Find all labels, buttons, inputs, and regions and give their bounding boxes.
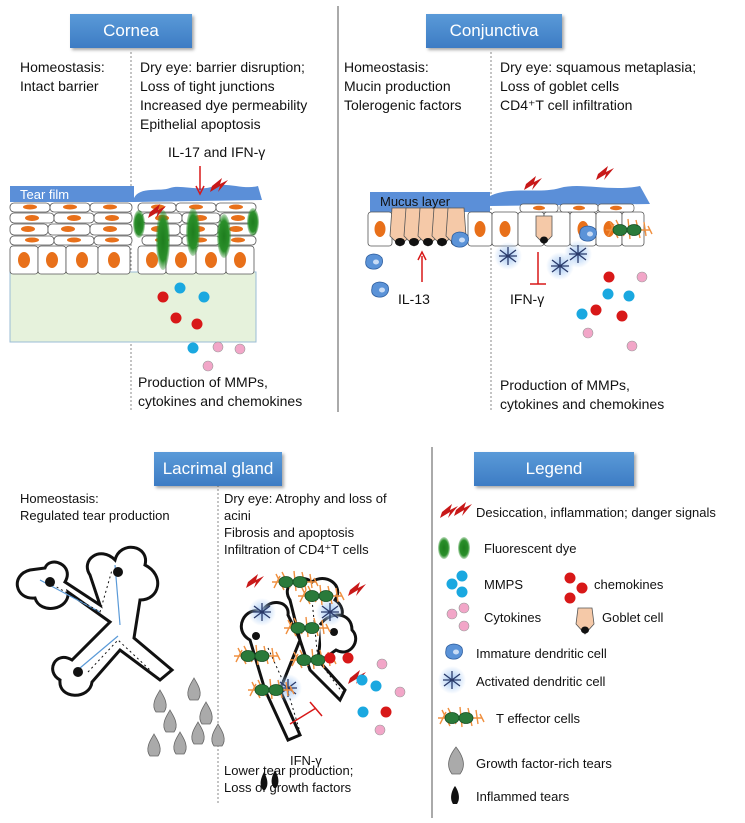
- lacrimal-header: Lacrimal gland: [154, 452, 282, 486]
- lacrimal-lower-2: Loss of growth factors: [224, 780, 352, 795]
- legend-t-effector: T effector cells: [496, 711, 581, 726]
- cornea-stroma: [9, 271, 257, 343]
- lacrimal-healthy-gland: [15, 545, 175, 697]
- cornea-dry-eye-3: Increased dye permeability: [140, 97, 308, 113]
- growth-factor-tears: [147, 677, 225, 757]
- conjunctiva-header: Conjunctiva: [426, 14, 562, 48]
- il13-label: IL-13: [398, 291, 430, 307]
- legend-gf-tears: Growth factor-rich tears: [476, 756, 612, 771]
- cornea-header: Cornea: [70, 14, 192, 48]
- conjunctiva-dry-eye-1: Dry eye: squamous metaplasia;: [500, 59, 697, 75]
- legend-desiccation: Desiccation, inflammation; danger signal…: [476, 505, 716, 520]
- tear-film: [10, 186, 134, 202]
- cornea-production-1: Production of MMPs,: [138, 374, 268, 390]
- conjunctiva-production-2: cytokines and chemokines: [500, 396, 665, 412]
- legend-mmps: MMPS: [484, 577, 523, 592]
- conjunctiva-dry-eye-3: CD4⁺T cell infiltration: [500, 97, 633, 113]
- conjunctiva-ifn-label: IFN-γ: [510, 291, 545, 307]
- mucus-layer-label: Mucus layer: [380, 194, 451, 209]
- conjunctiva-dry-eye-2: Loss of goblet cells: [500, 78, 620, 94]
- lacrimal-homeostasis-line: Regulated tear production: [20, 508, 170, 523]
- lacrimal-dry-eye-1: Dry eye: Atrophy and loss of: [224, 491, 387, 506]
- cornea-dry-eye-1: Dry eye: barrier disruption;: [140, 59, 305, 75]
- cornea-illustration: [9, 166, 262, 372]
- legend-dye: Fluorescent dye: [484, 541, 577, 556]
- cornea-dry-eye-4: Epithelial apoptosis: [140, 116, 261, 132]
- legend-header: Legend: [474, 452, 634, 486]
- legend-chemokines: chemokines: [594, 577, 664, 592]
- lacrimal-ifn-label: IFN-γ: [290, 753, 322, 768]
- conjunctiva-production-1: Production of MMPs,: [500, 377, 630, 393]
- cornea-dry-eye-2: Loss of tight junctions: [140, 78, 275, 94]
- legend-activated-dc: Activated dendritic cell: [476, 674, 606, 689]
- legend-inflamed-tears: Inflammed tears: [476, 789, 570, 804]
- legend-goblet: Goblet cell: [602, 610, 664, 625]
- conjunctiva-homeostasis-title: Homeostasis:: [344, 59, 429, 75]
- lacrimal-healthy-nuclei: [45, 567, 123, 677]
- cornea-production-2: cytokines and chemokines: [138, 393, 303, 409]
- conjunctiva-illustration: [365, 166, 653, 352]
- cornea-homeostasis-line: Intact barrier: [20, 78, 99, 94]
- lacrimal-dry-eye-3: Fibrosis and apoptosis: [224, 525, 355, 540]
- legend-icons: [437, 502, 595, 804]
- mucus-layer: [370, 192, 490, 212]
- conjunctiva-homeostasis-line-2: Tolerogenic factors: [344, 97, 462, 113]
- cornea-il17-label: IL-17 and IFN-γ: [168, 144, 266, 160]
- tear-film-label: Tear film: [20, 187, 70, 202]
- lacrimal-dry-eye-2: acini: [224, 508, 251, 523]
- legend-immature-dc: Immature dendritic cell: [476, 646, 607, 661]
- lacrimal-diseased-decor: [233, 570, 406, 790]
- lacrimal-homeostasis-title: Homeostasis:: [20, 491, 99, 506]
- lacrimal-lower-1: Lower tear production;: [224, 763, 354, 778]
- legend-cytokines: Cytokines: [484, 610, 542, 625]
- lacrimal-dry-eye-4: Infiltration of CD4⁺T cells: [224, 542, 369, 557]
- cornea-homeostasis-title: Homeostasis:: [20, 59, 105, 75]
- conjunctiva-homeostasis-line-1: Mucin production: [344, 78, 451, 94]
